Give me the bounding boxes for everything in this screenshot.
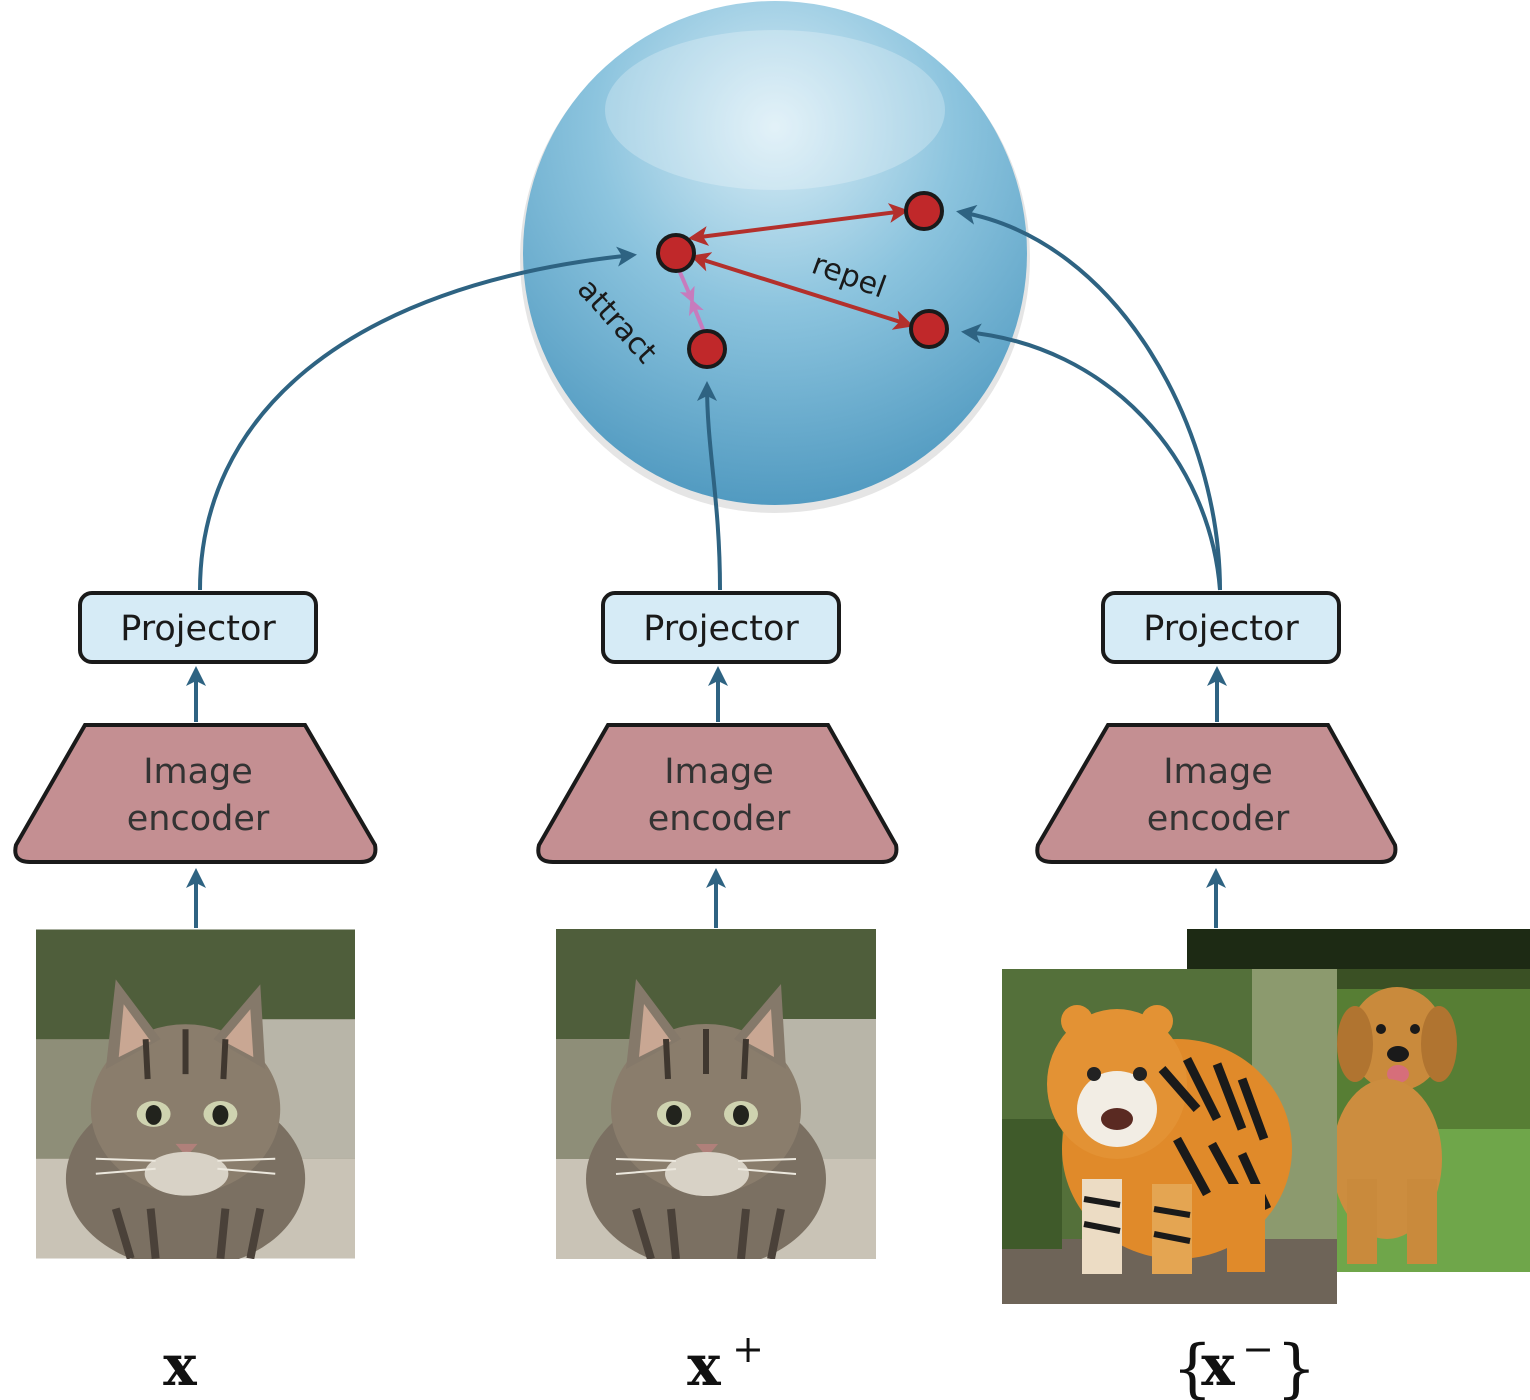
image-encoder-label-line2: encoder bbox=[648, 799, 791, 839]
negative2-to-sphere-arrow bbox=[961, 323, 1222, 591]
projector-box bbox=[1101, 591, 1341, 664]
attract-arrow-up bbox=[689, 298, 706, 333]
repel-arrow-bottom bbox=[690, 252, 914, 330]
negative-input-superscript: − bbox=[1242, 1327, 1274, 1371]
projector-box bbox=[601, 591, 841, 664]
image-encoder-label-line2: encoder bbox=[1147, 799, 1290, 839]
projector-label: Projector bbox=[1143, 609, 1299, 649]
attract-arrows bbox=[677, 269, 706, 333]
positive-embedding-point bbox=[687, 329, 727, 369]
image-encoder-block bbox=[1035, 723, 1398, 864]
flow-arrows bbox=[198, 204, 1222, 591]
negative-tiger-image bbox=[1002, 969, 1337, 1304]
negative-embedding-point-1 bbox=[904, 191, 944, 231]
image-encoder-label-line2: encoder bbox=[127, 799, 270, 839]
image-encoder-label-line1: Image bbox=[143, 752, 253, 792]
positive-kitten-image bbox=[556, 929, 876, 1269]
image-encoder-block bbox=[536, 723, 899, 864]
positive-column: Projector Image encoder x + bbox=[536, 591, 899, 1399]
image-encoder-label-line1: Image bbox=[664, 752, 774, 792]
repel-arrows bbox=[688, 203, 914, 330]
anchor-kitten-image bbox=[36, 930, 355, 1269]
projector-box bbox=[78, 591, 318, 664]
projector-label: Projector bbox=[643, 609, 799, 649]
attract-arrow-down bbox=[677, 269, 695, 304]
anchor-column: Projector Image encoder x bbox=[13, 591, 378, 1399]
embedding-sphere bbox=[520, 1, 1030, 513]
negative1-to-sphere-arrow bbox=[956, 204, 1222, 591]
projector-label: Projector bbox=[120, 609, 276, 649]
embedding-points bbox=[656, 191, 949, 369]
repel-arrow-top bbox=[688, 203, 909, 246]
negative-embedding-point-2 bbox=[909, 309, 949, 349]
anchor-to-sphere-arrow bbox=[198, 246, 637, 591]
image-encoder-label-line1: Image bbox=[1163, 752, 1273, 792]
anchor-embedding-point bbox=[656, 233, 696, 273]
anchor-input-symbol: x bbox=[163, 1333, 197, 1399]
negative-brace-open: { bbox=[1172, 1332, 1213, 1400]
negative-brace-close: } bbox=[1276, 1332, 1317, 1400]
negative-input-symbol: x bbox=[1201, 1333, 1235, 1399]
positive-input-symbol: x bbox=[687, 1333, 721, 1399]
positive-to-sphere-arrow bbox=[697, 381, 722, 591]
image-encoder-block bbox=[13, 723, 378, 864]
negative-column: Projector Image encoder { x − } bbox=[1002, 591, 1530, 1400]
positive-input-superscript: + bbox=[732, 1327, 764, 1371]
